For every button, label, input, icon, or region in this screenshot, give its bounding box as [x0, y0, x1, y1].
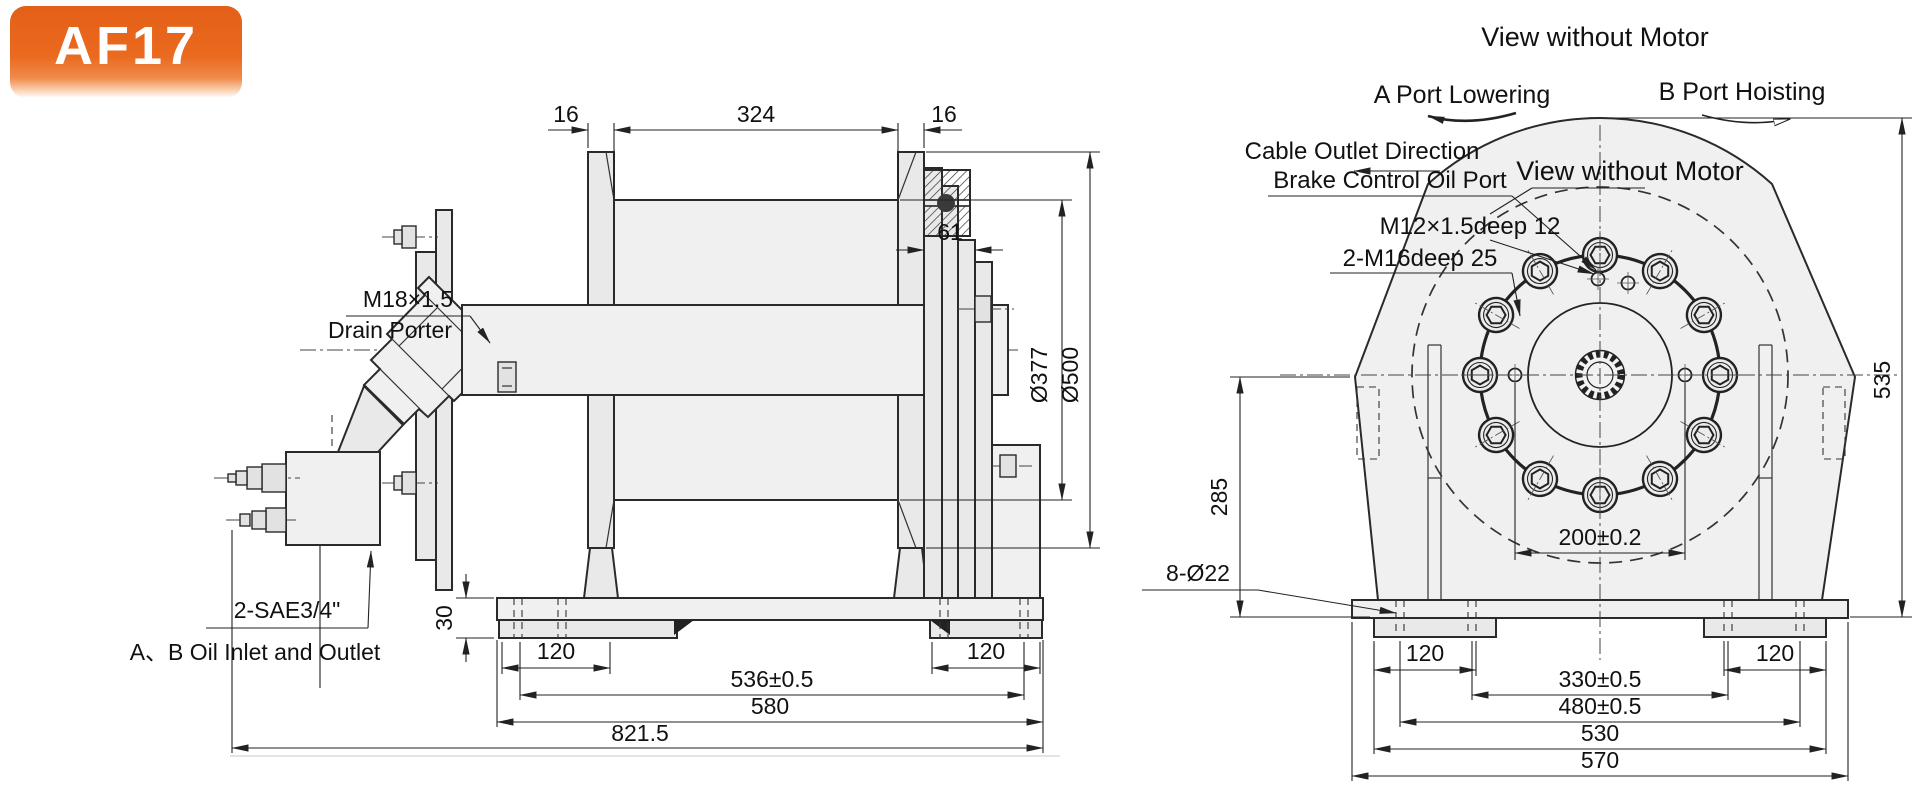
- label-drain-1: M18×1.5: [363, 286, 453, 312]
- label-drain-2: Drain Porter: [328, 317, 452, 343]
- dim-base-length: 580: [751, 693, 789, 719]
- bracket-bolt-top: [382, 225, 438, 249]
- rib-left: [1427, 344, 1442, 600]
- end-base: [1351, 599, 1849, 638]
- brake-assembly: [923, 167, 1041, 599]
- oil-port-callout: 2-SAE3/4" A、B Oil Inlet and Outlet: [130, 550, 381, 665]
- label-cable-outlet: Cable Outlet Direction: [1245, 138, 1480, 165]
- valve-block: [214, 451, 381, 688]
- dim-cover-offset: 61: [937, 219, 963, 245]
- extension-lines-end: [1230, 117, 1912, 781]
- dim-drum-diameter: Ø377: [1026, 347, 1052, 403]
- model-badge-label: AF17: [53, 16, 199, 76]
- dim-foot-left: 120: [537, 638, 575, 664]
- label-oil-ports: A、B Oil Inlet and Outlet: [130, 639, 381, 665]
- bracket-bolt-bottom: [382, 471, 438, 495]
- hoisting-arrow-icon: [1701, 114, 1790, 123]
- dim-bolt-circle: 200±0.2: [1559, 524, 1642, 550]
- rib-right: [1758, 344, 1773, 600]
- dimension-lines-end: [1236, 117, 1906, 780]
- foot-bolt-holes: [513, 598, 1029, 638]
- end-foot-holes: [1395, 600, 1805, 637]
- brake-seal: [937, 194, 955, 212]
- dim-flange-right: 16: [931, 101, 957, 127]
- dim-hole-span: 536±0.5: [731, 666, 814, 692]
- mounting-base: [496, 597, 1044, 639]
- dim-foot-height: 30: [431, 605, 457, 631]
- label-m16-holes: 2-M16deep 25: [1343, 245, 1498, 272]
- dim-end-foot-left: 120: [1406, 640, 1444, 666]
- oil-fitting-bottom: [226, 507, 300, 533]
- dimension-lines-side: [230, 126, 1094, 757]
- label-sae: 2-SAE3/4": [234, 597, 341, 623]
- dim-overall-width: 570: [1581, 747, 1619, 773]
- dim-foot-right: 120: [967, 638, 1005, 664]
- foot-pad-left: [498, 619, 678, 639]
- dim-center-height: 285: [1206, 478, 1232, 516]
- dim-base-width: 530: [1581, 720, 1619, 746]
- end-foot-left: [1373, 617, 1497, 638]
- label-b-port: B Port Hoisting: [1659, 78, 1826, 106]
- flange-support-right: [892, 547, 930, 599]
- foot-pad-right: [929, 619, 1043, 639]
- lowering-arrow-icon: [1427, 111, 1517, 124]
- flange-support-left: [582, 547, 620, 599]
- hub-bolt: [497, 361, 517, 393]
- dim-flange-diameter: Ø500: [1057, 347, 1083, 403]
- dim-overall-length: 821.5: [611, 720, 669, 746]
- label-brake-port: Brake Control Oil Port: [1273, 167, 1507, 194]
- cover-bolt-mid: [958, 295, 1014, 323]
- dim-flange-left: 16: [553, 101, 579, 127]
- dim-barrel-length: 324: [737, 101, 776, 127]
- dim-end-foot-right: 120: [1756, 640, 1794, 666]
- hub-shaft: [461, 304, 1009, 396]
- drain-port-callout: M18×1.5 Drain Porter: [328, 286, 491, 344]
- label-view-note: View without Motor: [1516, 156, 1744, 186]
- side-view: 16 324 16 61 Ø377 Ø500 30 120 120 536±0.…: [130, 101, 1100, 757]
- oil-fitting-top: [214, 463, 300, 493]
- end-view: 200±0.2 285 535 120 120 330±0.5 480±0.5 …: [1142, 22, 1912, 781]
- end-view-title: View without Motor: [1481, 22, 1709, 52]
- model-badge: AF17: [10, 6, 242, 98]
- label-foot-holes: 8-Ø22: [1166, 560, 1230, 586]
- label-a-port: A Port Lowering: [1374, 81, 1551, 109]
- dim-inner-span: 330±0.5: [1559, 666, 1642, 692]
- dim-outer-span: 480±0.5: [1559, 693, 1642, 719]
- cover-bolt-low: [992, 454, 1032, 478]
- label-m12-port: M12×1.5deep 12: [1380, 213, 1561, 240]
- end-foot-right: [1703, 617, 1827, 638]
- dim-overall-height: 535: [1869, 361, 1895, 399]
